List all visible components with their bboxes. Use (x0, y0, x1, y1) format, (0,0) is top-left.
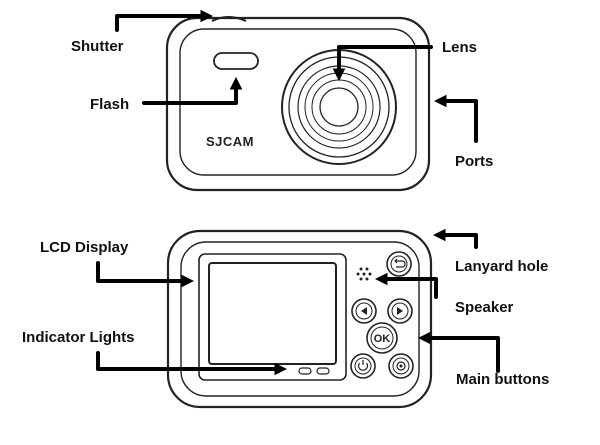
lcd-arrow (96, 261, 195, 288)
power-button (350, 353, 376, 379)
back-body-outer (166, 229, 433, 409)
back-button (386, 251, 412, 277)
back-body-inner (180, 241, 420, 397)
indicator-arrow (96, 351, 288, 376)
ok-button-label: OK (374, 333, 391, 345)
flash-arrow (142, 76, 243, 105)
right-button (387, 298, 413, 324)
lanyard-arrow (432, 228, 478, 249)
lcd-screen (208, 262, 337, 365)
main-buttons-label: Main buttons (456, 371, 550, 388)
shutter-button (211, 16, 247, 22)
lcd-display-label: LCD Display (40, 239, 129, 256)
speaker-label: Speaker (455, 299, 514, 316)
settings-button (388, 353, 414, 379)
indicator-light-1 (298, 367, 312, 375)
ports-arrow (433, 94, 478, 143)
indicator-light-2 (316, 367, 330, 375)
shutter-arrow (115, 9, 214, 32)
left-button (351, 298, 377, 324)
brand-logo: SJCAM (206, 134, 254, 149)
flash-label: Flash (90, 96, 130, 113)
lcd-frame (198, 253, 347, 381)
camera-back: OK (166, 229, 433, 409)
lens-label: Lens (442, 39, 478, 56)
indicator-lights-label: Indicator Lights (22, 329, 135, 346)
ok-button: OK (366, 322, 398, 354)
ports-label: Ports (455, 153, 494, 170)
speaker-arrow (374, 272, 438, 299)
flash-window (213, 52, 259, 70)
speaker-grille (356, 267, 372, 281)
lens-arrow (332, 45, 433, 82)
main-buttons-arrow (417, 331, 500, 373)
lanyard-hole-label: Lanyard hole (455, 258, 549, 275)
shutter-label: Shutter (71, 38, 124, 55)
callout-arrows (96, 9, 500, 376)
